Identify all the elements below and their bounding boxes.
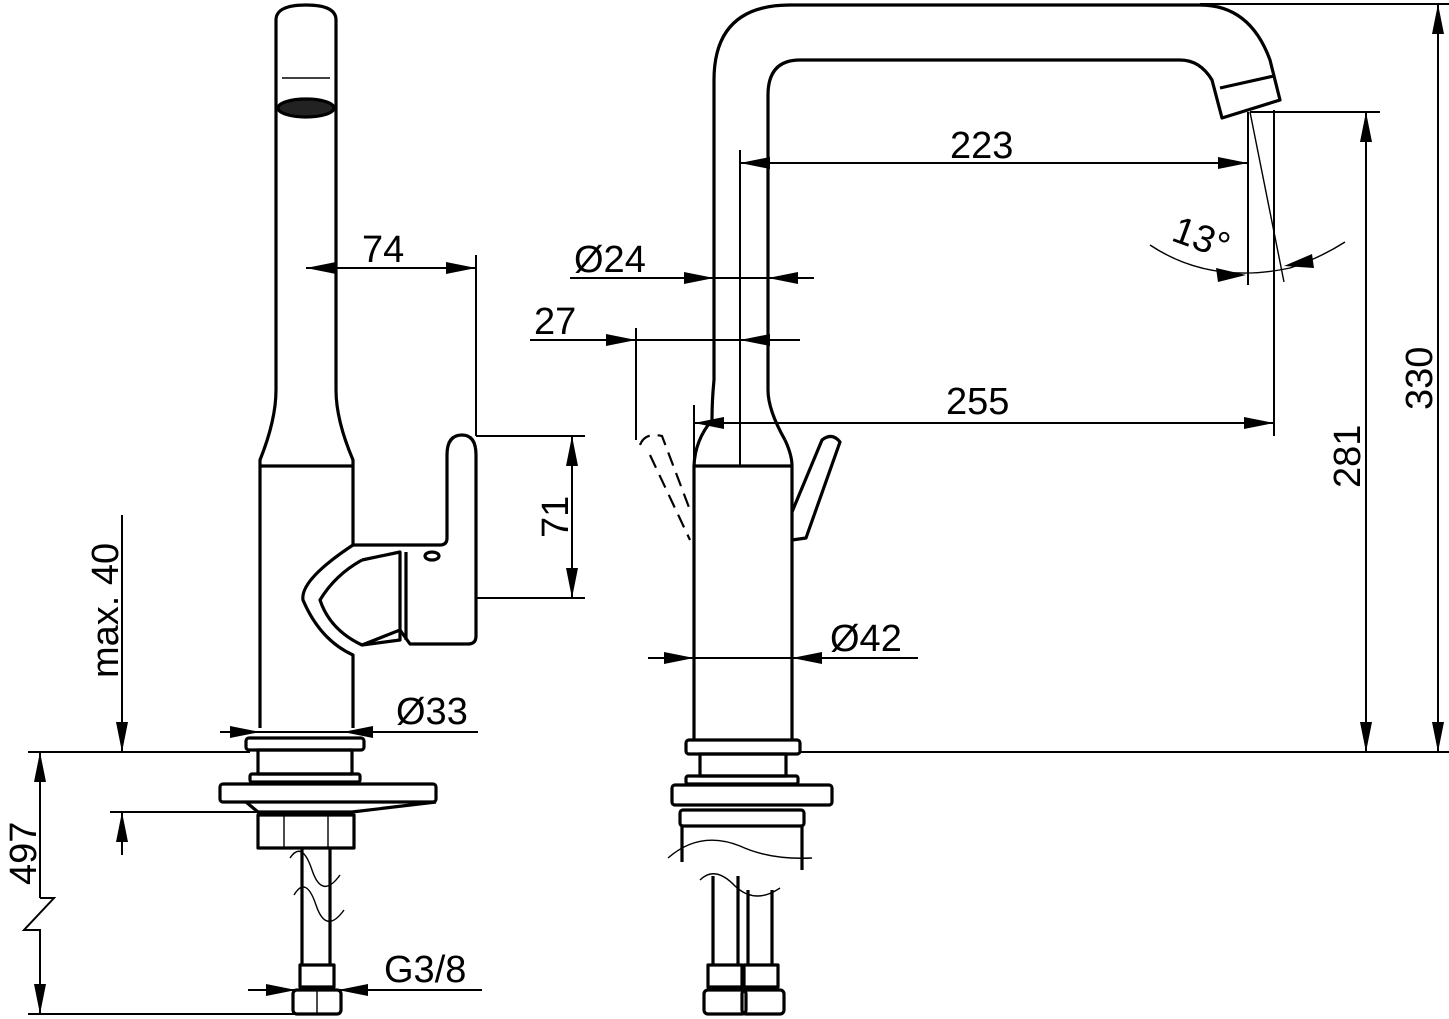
dim-spout-diameter: Ø24	[574, 239, 646, 281]
dim-body-diameter: Ø42	[830, 618, 902, 660]
dim-connection-thread: G3/8	[384, 949, 466, 991]
dim-lever-offset: 27	[534, 301, 576, 343]
dim-spout-reach-inner: 223	[950, 125, 1013, 167]
dim-outlet-height: 281	[1327, 425, 1369, 488]
dim-spout-reach-outer: 255	[946, 381, 1009, 423]
side-view	[218, 3, 478, 1016]
dim-spout-reach-side: 74	[362, 229, 404, 271]
dim-base-diameter: Ø33	[396, 691, 468, 733]
dim-total-height: 330	[1399, 347, 1441, 410]
dim-max-deck-thickness: max. 40	[85, 543, 127, 678]
front-view-dimensions: 223 13° Ø24 27 255 Ø42 281	[530, 3, 1449, 753]
side-view-dimensions: 74 71 max. 40 Ø33 497 G3/8	[3, 229, 585, 1015]
dim-hose-length: 497	[3, 822, 45, 885]
dim-lever-height: 71	[535, 496, 577, 538]
